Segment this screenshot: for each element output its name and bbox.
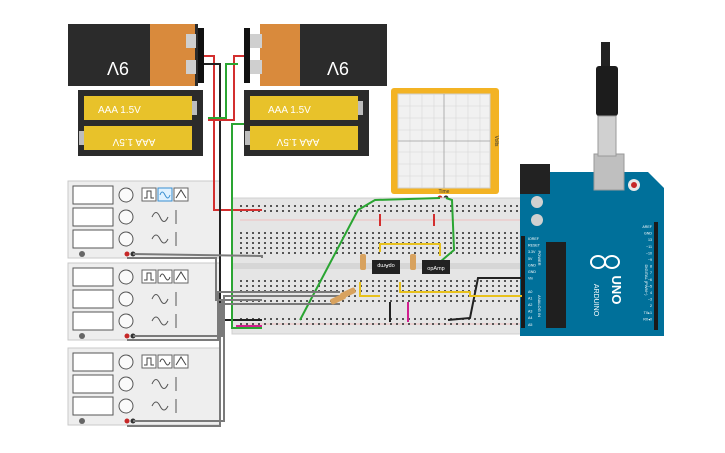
wire-black-battery [204,63,262,321]
dc-offset-wave-icon [151,314,177,328]
wire-green-battery [208,63,238,119]
arduino-pin-label: 7 [650,271,652,275]
wire-yellow-3 [359,282,380,297]
wire-green-battery-right [231,123,262,329]
resistor-4[interactable] [410,254,416,270]
aaa-cell-4-label: AAA 1.5V [276,136,319,147]
wire-black-arduino [447,277,522,321]
triangle-wave-icon[interactable] [173,269,189,284]
arduino-pin-label: 8 [650,265,652,269]
aaa-cell-2-label: AAA 1.5V [112,136,155,147]
wire-yellow-2 [399,282,522,297]
arduino-pin-label: 2 [650,304,652,308]
arduino-pin-label: RESET [528,244,541,248]
opamp-2[interactable]: opAmp [422,260,450,274]
arduino-pin-label: TX▸1 [644,311,652,315]
arduino-pin-label: 4 [650,291,652,295]
arduino-power-label: POWER [537,250,542,265]
square-wave-icon[interactable] [141,354,157,369]
arduino-uno[interactable]: ARDUINO UNO POWER ANALOG IN DIGITAL (PWM… [520,153,664,336]
function-generator-3[interactable] [67,347,221,426]
arduino-pin-label: Vin [528,277,533,281]
battery-9v-right-label: 9V [327,58,349,78]
arduino-pin-label: A5 [528,323,532,327]
wire-green-scope [299,197,441,321]
resistor-2[interactable] [339,287,356,299]
oscilloscope-time-label: Time [439,189,450,195]
wire-gray-gen2 [133,299,262,337]
arduino-pin-label: ~9 [648,258,652,262]
function-generator-2[interactable] [67,262,221,341]
wire-yellow-1 [379,243,441,256]
arduino-pin-label: ~3 [648,298,652,302]
arduino-pin-label: ~6 [648,278,652,282]
usb-cable[interactable] [596,42,618,157]
wire-gray-gen1 [132,253,263,258]
arduino-infinity-logo [590,255,620,269]
sine-wave-icon[interactable] [157,354,173,369]
arduino-pin-label: AREF [642,225,652,229]
opamp-1[interactable]: opAmp [372,260,400,274]
arduino-right-header[interactable]: AREF GND 13 ~11 ~10 ~9 8 7 ~6 ~5 4 ~3 2TX▸1RX◂0 [642,225,652,321]
opamp-2-label: opAmp [427,266,444,272]
arduino-pin-label: IOREF [528,237,540,241]
sine-wave-icon[interactable] [157,269,173,284]
arduino-digital-label: DIGITAL (PWM~) [644,265,649,297]
arduino-analog-label: ANALOG IN [537,295,542,317]
function-generator-1[interactable] [67,180,221,259]
arduino-pin-label: GND [528,263,536,267]
arduino-pin-label: A4 [528,316,532,320]
arduino-brand: ARDUINO [592,284,599,317]
arduino-model: UNO [609,276,624,305]
arduino-pin-label: ~5 [648,284,652,288]
wire-gray-gen3b [127,303,340,427]
oscilloscope-volts-label: Volts [493,136,499,147]
battery-9v-left-label: 9V [107,58,129,78]
aaa-pack-left[interactable]: AAA 1.5V AAA 1.5V [78,90,203,156]
arduino-pin-label: A2 [528,303,532,307]
wires[interactable] [127,55,522,427]
dc-offset-wave-icon [151,232,177,246]
arduino-pin-label: 3.3V [528,250,536,254]
aaa-cell-3-label: AAA 1.5V [268,105,311,116]
arduino-pin-label: 13 [648,238,652,242]
wire-gray-gen2b [127,291,340,341]
arduino-pin-label: ~10 [646,251,652,255]
resistor-3[interactable] [360,254,366,270]
wire-gray-gen3 [133,295,340,422]
triangle-wave-icon[interactable] [173,187,189,202]
arduino-pin-label: A3 [528,310,532,314]
opamp-1-label: opAmp [377,262,394,268]
arduino-pin-label: GND [528,270,536,274]
dc-offset-wave-icon [151,399,177,413]
square-wave-icon[interactable] [141,187,157,202]
aaa-pack-right[interactable]: AAA 1.5V AAA 1.5V [244,90,369,156]
battery-9v-right[interactable]: 9V [244,24,387,86]
arduino-pin-label: RX◂0 [643,317,652,321]
amplitude-wave-icon [151,210,177,224]
arduino-pin-label: A0 [528,290,532,294]
arduino-pin-label: 5V [528,257,533,261]
amplitude-wave-icon [151,292,177,306]
arduino-pin-label: GND [644,232,652,236]
oscilloscope[interactable]: Time Volts [391,88,499,201]
wire-green-scope-2 [439,197,456,263]
amplitude-wave-icon [151,377,177,391]
aaa-cell-1-label: AAA 1.5V [98,105,141,116]
square-wave-icon[interactable] [141,269,157,284]
arduino-pin-label: A1 [528,296,532,300]
triangle-wave-icon[interactable] [173,354,189,369]
arduino-pin-label: ~11 [646,245,652,249]
wire-red-battery-right [208,55,244,121]
battery-9v-left[interactable]: 9V [68,24,204,86]
sine-wave-icon[interactable] [157,187,173,202]
